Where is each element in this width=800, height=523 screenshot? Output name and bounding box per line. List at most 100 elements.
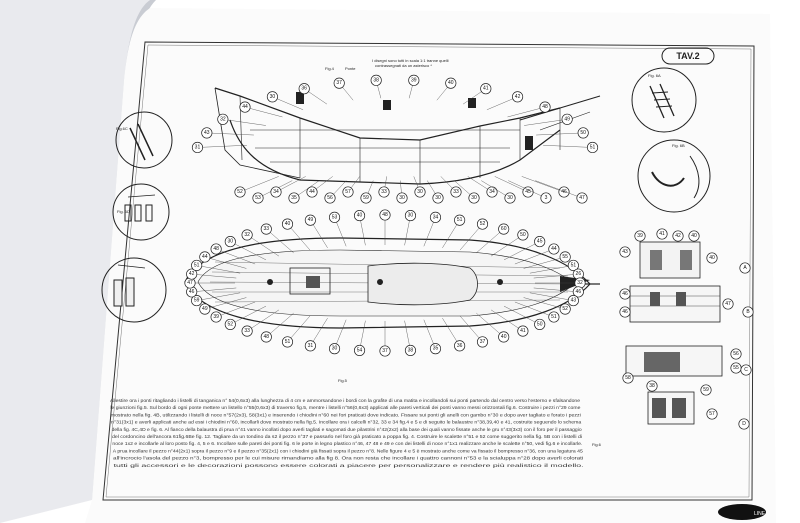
callout-number: 32 (577, 280, 583, 286)
parts-view (625, 241, 723, 425)
callout-marker (342, 186, 354, 198)
callout-marker (432, 192, 444, 204)
callout-number: 41 (659, 231, 665, 237)
callout-marker (333, 77, 345, 89)
leader-line (523, 297, 566, 310)
callout-marker (252, 192, 264, 204)
leader-line (529, 292, 574, 301)
instruction-paragraph: Allestire ora i ponti ritagliando i list… (110, 398, 584, 468)
plate-label: TAV.2 (676, 51, 699, 61)
fig6a-title: Fig. 6A (648, 73, 661, 78)
callout-number: 56 (733, 351, 739, 357)
leader-line (535, 180, 583, 199)
callout-number: 51 (590, 144, 596, 150)
callout-number: 52 (480, 221, 486, 227)
callout-marker (353, 210, 366, 222)
callout-marker (353, 344, 366, 356)
callout-number: 53 (332, 214, 338, 220)
callout-number: 42 (189, 271, 195, 277)
leader-line (521, 176, 565, 193)
callout-number: 55 (562, 254, 568, 260)
callout-number: 42 (515, 94, 521, 100)
callout-number: 39 (213, 314, 219, 320)
callout-number: 36 (301, 86, 307, 92)
leader-line (204, 297, 247, 310)
callout-number: D (742, 421, 746, 427)
paragraph-line: del cordoncino dell'ancora 61fig.6Be fig… (112, 434, 582, 439)
paragraph-line: Allestire ora i ponti ritagliando i list… (110, 398, 581, 403)
callout-number: 31 (195, 144, 201, 150)
callout-marker (534, 236, 546, 248)
callout-marker (199, 303, 211, 315)
leader-line (459, 223, 483, 251)
callout-number: 59 (363, 195, 369, 201)
callout-number: 56 (327, 195, 333, 201)
callout-number: 51 (194, 262, 200, 268)
callout-marker (241, 325, 253, 337)
callout-number: 40 (448, 80, 454, 86)
callout-marker (540, 192, 552, 204)
leader-line (524, 119, 568, 126)
callout-number: 50 (520, 232, 526, 238)
callout-marker (260, 223, 272, 235)
callout-number: 43 (571, 298, 577, 304)
callout-number: 35 (291, 195, 297, 201)
callout-marker (576, 192, 588, 204)
callout-number: 38 (373, 77, 379, 83)
callout-number: 43 (204, 130, 210, 136)
callout-number: 40 (501, 334, 507, 340)
callout-marker (454, 214, 466, 226)
callout-marker (512, 91, 524, 103)
callout-marker (622, 372, 634, 384)
leader-line (247, 309, 280, 332)
callout-number: 43 (622, 249, 628, 255)
callout-marker (414, 186, 426, 198)
callout-marker (241, 229, 253, 241)
callout-number: 26 (576, 271, 582, 277)
callout-marker (706, 408, 718, 420)
callout-number: 38 (408, 347, 414, 353)
callout-number: 44 (202, 254, 208, 260)
callout-marker (270, 186, 282, 198)
callout-marker (567, 295, 579, 307)
callout-number: 30 (270, 94, 276, 100)
callout-marker (210, 243, 222, 255)
callout-number: 54 (357, 347, 363, 353)
callout-number: 37 (382, 348, 388, 354)
callout-marker (517, 229, 529, 241)
callout-number: 50 (537, 321, 543, 327)
leader-line (514, 248, 554, 265)
callout-marker (288, 192, 300, 204)
callout-number: 52 (228, 321, 234, 327)
callout-number: 30 (471, 195, 477, 201)
callout-number: 44 (242, 104, 248, 110)
paragraph-line: noce 1x2 e incollarle al loro posto fig.… (112, 441, 582, 446)
callout-number: 59 (703, 387, 709, 393)
fig6c-title: Fig.6C (116, 126, 128, 131)
callout-marker (740, 364, 752, 376)
paragraph-line: n°31(3x1) e averli applicati anche ad es… (111, 420, 582, 425)
callout-marker (328, 211, 341, 223)
brand-mark: LINE (754, 511, 766, 517)
callout-marker (266, 91, 278, 103)
leader-line (533, 287, 579, 293)
callout-marker (328, 343, 341, 355)
callout-number: 38 (649, 383, 655, 389)
page-border (102, 41, 755, 501)
callout-marker (408, 74, 420, 86)
callout-marker (186, 268, 198, 280)
callout-number: 30 (408, 213, 414, 219)
left-page-curl (0, 0, 150, 523)
callout-marker (567, 259, 579, 271)
callout-number: 30 (417, 189, 423, 195)
leader-line (523, 256, 566, 269)
callout-marker (304, 214, 316, 226)
side-view-drawing (214, 87, 601, 185)
leader-line (239, 176, 279, 193)
leader-line (287, 315, 311, 343)
brand-logo: LINE (718, 504, 766, 520)
callout-number: 3 (545, 195, 548, 201)
leader-line (247, 234, 280, 257)
